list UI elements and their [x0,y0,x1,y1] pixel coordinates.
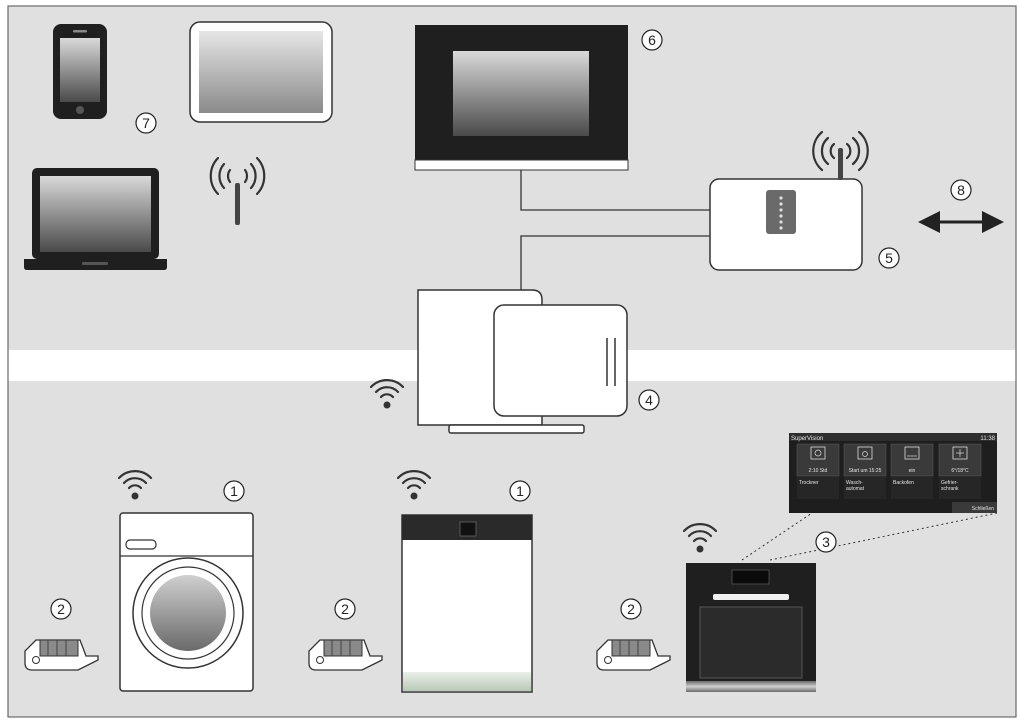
supervision-close-button: Schließen [972,506,994,512]
callout-5: 5 [878,247,900,269]
dishwasher-icon [401,514,533,693]
callout-1-washer: 1 [223,480,245,502]
tile-4-status: 6°/18°C [951,468,969,474]
tile-4-label-line1: Gefrier- [941,480,958,486]
gateway-device-icon [417,289,628,434]
network-cables [520,170,712,290]
svg-text:4: 4 [645,392,653,408]
callout-7: 7 [135,112,157,134]
tv-monitor-icon [414,25,629,171]
svg-text:2: 2 [57,601,65,617]
wifi-icon-dishwasher [396,470,432,500]
connector-module-icon-1 [24,639,99,671]
router-antenna-waves [812,130,869,172]
supervision-screen: SuperVision 11:38 2:10 Std Trockner Star… [789,433,997,513]
dryer-icon [810,446,826,460]
smartphone-icon [53,24,107,119]
wifi-icon-gateway [369,379,405,409]
tile-2-status: Start um 15:25 [849,468,882,474]
tile-2-label-line2: automat [846,486,865,492]
supervision-tile-2: Start um 15:25 Wasch- automat [843,443,887,499]
washer-small-icon [857,446,873,460]
supervision-tile-4: 6°/18°C Gefrier- schrank [938,443,982,499]
callout-6: 6 [641,29,663,51]
svg-text:8: 8 [957,182,965,198]
antenna-icon [209,156,266,225]
connector-module-icon-2 [308,639,383,671]
supervision-title: SuperVision [791,436,823,442]
diagram-frame [7,5,1017,718]
callout-2-washer: 2 [50,598,72,620]
oven-icon [686,563,816,692]
callout-3: 3 [815,531,837,553]
callout-1-dishwasher: 1 [509,480,531,502]
washing-machine-icon [119,512,254,692]
tile-4-label-line2: schrank [941,486,959,492]
zoom-lines [741,512,998,561]
wifi-icon-oven [682,523,718,553]
connector-module-icon-3 [596,639,671,671]
callout-2-oven: 2 [620,598,642,620]
oven-small-icon [904,446,920,460]
supervision-time: 11:38 [980,436,995,442]
svg-text:7: 7 [142,115,150,131]
supervision-tile-3: ein Backofen [890,443,934,499]
tile-2-label-line1: Wasch- [846,480,863,486]
callout-4: 4 [638,389,660,411]
svg-text:2: 2 [627,601,635,617]
tile-1-status: 2:10 Std [809,468,828,474]
svg-text:1: 1 [516,483,524,499]
wifi-icon-washer [117,470,153,500]
laptop-icon [24,168,167,270]
callout-8: 8 [950,179,972,201]
callout-2-dishwasher: 2 [334,598,356,620]
freezer-small-icon [952,446,968,460]
svg-text:6: 6 [648,32,656,48]
tablet-icon [189,21,333,123]
svg-text:5: 5 [885,250,893,266]
svg-text:1: 1 [230,483,238,499]
svg-text:3: 3 [822,534,830,550]
tile-3-label-line1: Backofen [893,480,914,486]
tile-3-status: ein [909,468,916,474]
supervision-tile-1: 2:10 Std Trockner [796,443,840,499]
router-icon [709,148,863,271]
double-arrow-icon [918,211,1004,233]
tile-1-label-line1: Trockner [799,480,819,486]
svg-text:2: 2 [341,601,349,617]
